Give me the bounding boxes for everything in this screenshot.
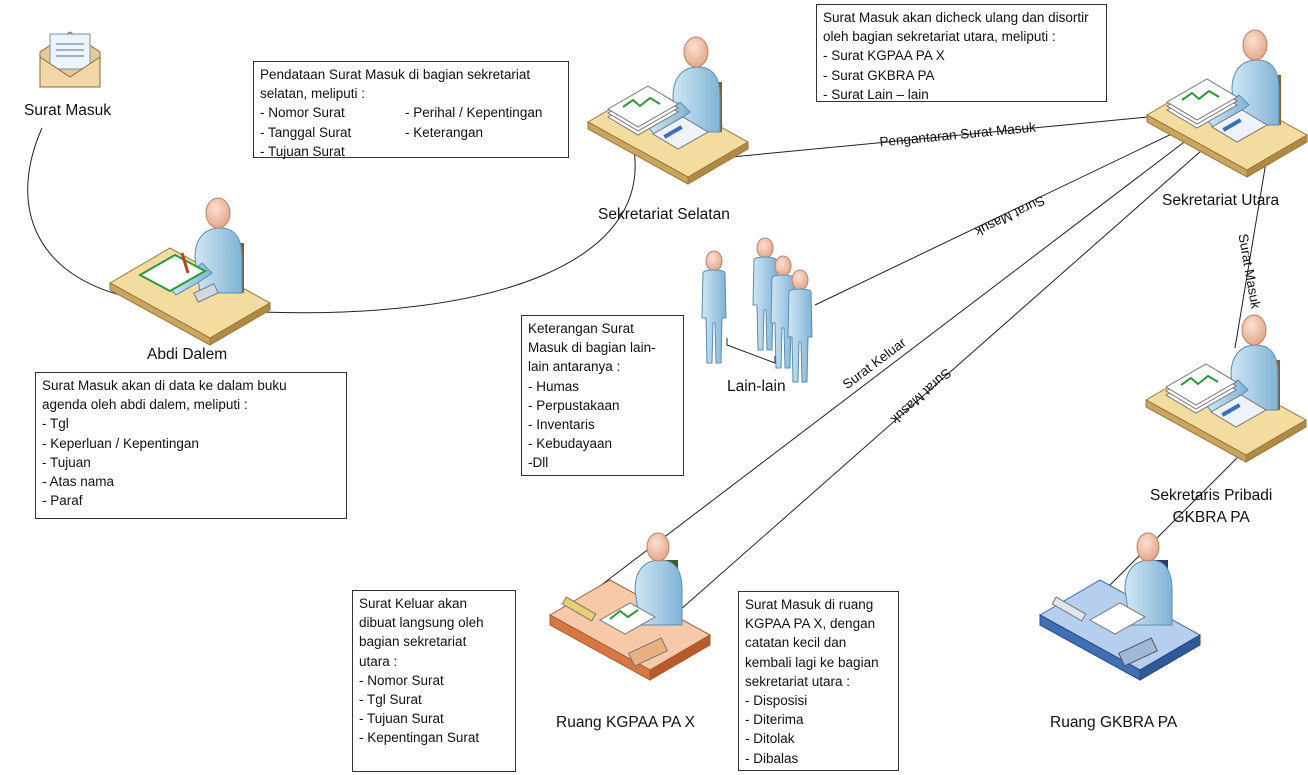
note-lain-line: Keterangan Surat — [528, 321, 634, 336]
note-lain-line: Masuk di bagian lain- — [528, 340, 656, 356]
note-pendataan-item: - Perihal / Kepentingan — [405, 105, 543, 121]
note-ruang-kgpaa: Surat Masuk di ruang KGPAA PA X, dengan … — [738, 591, 899, 771]
label-ruang-gkbra: Ruang GKBRA PA — [1050, 714, 1178, 731]
note-keluar-line: - Tgl Surat — [359, 692, 422, 708]
note-lain-line: - Kebudayaan — [528, 436, 613, 452]
edge-label-surat-masuk-kgpaa: Surat Masuk — [888, 365, 955, 427]
note-kgpaa-line: - Dibalas — [745, 750, 799, 766]
note-kgpaa-line: sekretariat utara : — [745, 673, 851, 689]
note-pendataan-item: - Tujuan Surat — [260, 143, 345, 159]
note-utara-line: - Surat GKBRA PA — [823, 67, 935, 83]
note-utara-line: Surat Masuk akan dicheck ulang dan disor… — [823, 10, 1089, 25]
note-keluar-line: - Tujuan Surat — [359, 711, 444, 727]
note-abdi-line: agenda oleh abdi dalem, meliputi : — [42, 397, 248, 413]
note-lain-line: -Dll — [528, 455, 549, 471]
note-abdi-line: - Atas nama — [42, 474, 115, 490]
note-utara-line: - Surat Lain – lain — [823, 86, 929, 102]
sekretariat-selatan-icon — [587, 36, 749, 185]
note-lain-line: - Humas — [528, 378, 580, 394]
note-pendataan-item: - Nomor Surat — [260, 105, 345, 121]
note-keluar-line: bagian sekretariat — [359, 634, 467, 650]
label-lain-lain: Lain-lain — [727, 378, 786, 395]
envelope-icon — [39, 31, 101, 88]
note-lain-line: lain antaranya : — [528, 359, 621, 375]
label-surat-masuk: Surat Masuk — [24, 102, 112, 119]
sekretariat-utara-icon — [1146, 29, 1308, 178]
label-sekretaris-pribadi-line2: GKBRA PA — [1172, 509, 1250, 526]
note-kgpaa-line: - Disposisi — [745, 693, 808, 709]
note-keluar-line: dibuat langsung oleh — [359, 615, 484, 631]
note-keluar-line: utara : — [359, 653, 398, 669]
note-kgpaa-line: - Diterima — [745, 712, 804, 728]
note-kgpaa-line: catatan kecil dan — [745, 635, 847, 651]
sekretaris-pribadi-icon — [1145, 314, 1307, 463]
ruang-kgpaa-icon — [548, 532, 712, 681]
note-pendataan-item: - Keterangan — [405, 124, 484, 140]
note-utara-line: oleh bagian sekretariat utara, meliputi … — [823, 29, 1056, 45]
label-sekretariat-selatan: Sekretariat Selatan — [598, 206, 730, 223]
note-lain-lain: Keterangan Surat Masuk di bagian lain- l… — [521, 315, 684, 476]
note-keluar-line: - Kepentingan Surat — [359, 730, 480, 746]
note-pendataan-line: selatan, meliputi : — [260, 86, 366, 102]
label-sekretaris-pribadi-line1: Sekretaris Pribadi — [1150, 487, 1273, 504]
note-kgpaa-line: - Ditolak — [745, 731, 795, 747]
edge-label-surat-masuk-pribadi: Surat Masuk — [1235, 233, 1263, 310]
label-sekretaris-pribadi: Sekretaris Pribadi GKBRA PA — [1150, 485, 1272, 529]
note-abdi-line: - Keperluan / Kepentingan — [42, 435, 199, 451]
note-abdi-line: - Paraf — [42, 493, 83, 509]
note-pendataan-line: Pendataan Surat Masuk di bagian sekretar… — [260, 67, 531, 82]
note-keluar-line: Surat Keluar akan — [359, 596, 468, 611]
note-surat-keluar: Surat Keluar akan dibuat langsung oleh b… — [352, 590, 516, 772]
ruang-gkbra-icon — [1038, 532, 1202, 681]
note-utara-line: - Surat KGPAA PA X — [823, 48, 945, 64]
note-kgpaa-line: kembali lagi ke bagian — [745, 654, 879, 670]
abdi-dalem-icon — [109, 197, 271, 346]
note-abdi-dalem: Surat Masuk akan di data ke dalam buku a… — [35, 372, 347, 519]
note-keluar-line: - Nomor Surat — [359, 672, 444, 688]
label-sekretariat-utara: Sekretariat Utara — [1162, 192, 1280, 209]
lain-lain-icon — [701, 237, 813, 383]
note-abdi-line: - Tujuan — [42, 454, 91, 470]
note-pendataan-item: - Tanggal Surat — [260, 124, 352, 140]
edge-label-surat-keluar: Surat Keluar — [840, 335, 909, 392]
edge-label-pengantaran: Pengantaran Surat Masuk — [879, 120, 1037, 150]
connector-lines — [27, 111, 1269, 611]
note-lain-line: - Perpustakaan — [528, 397, 620, 413]
edge-label-surat-masuk-lain: Surat Masuk — [972, 193, 1047, 240]
note-kgpaa-line: KGPAA PA X, dengan — [745, 616, 876, 632]
note-abdi-line: Surat Masuk akan di data ke dalam buku — [42, 378, 287, 393]
label-ruang-kgpaa: Ruang KGPAA PA X — [556, 714, 696, 731]
label-abdi-dalem: Abdi Dalem — [147, 346, 228, 363]
note-lain-line: - Inventaris — [528, 417, 595, 433]
note-pendataan: Pendataan Surat Masuk di bagian sekretar… — [253, 61, 569, 159]
note-sekretariat-utara: Surat Masuk akan dicheck ulang dan disor… — [816, 4, 1107, 102]
note-kgpaa-line: Surat Masuk di ruang — [745, 597, 874, 612]
note-abdi-line: - Tgl — [42, 416, 69, 432]
